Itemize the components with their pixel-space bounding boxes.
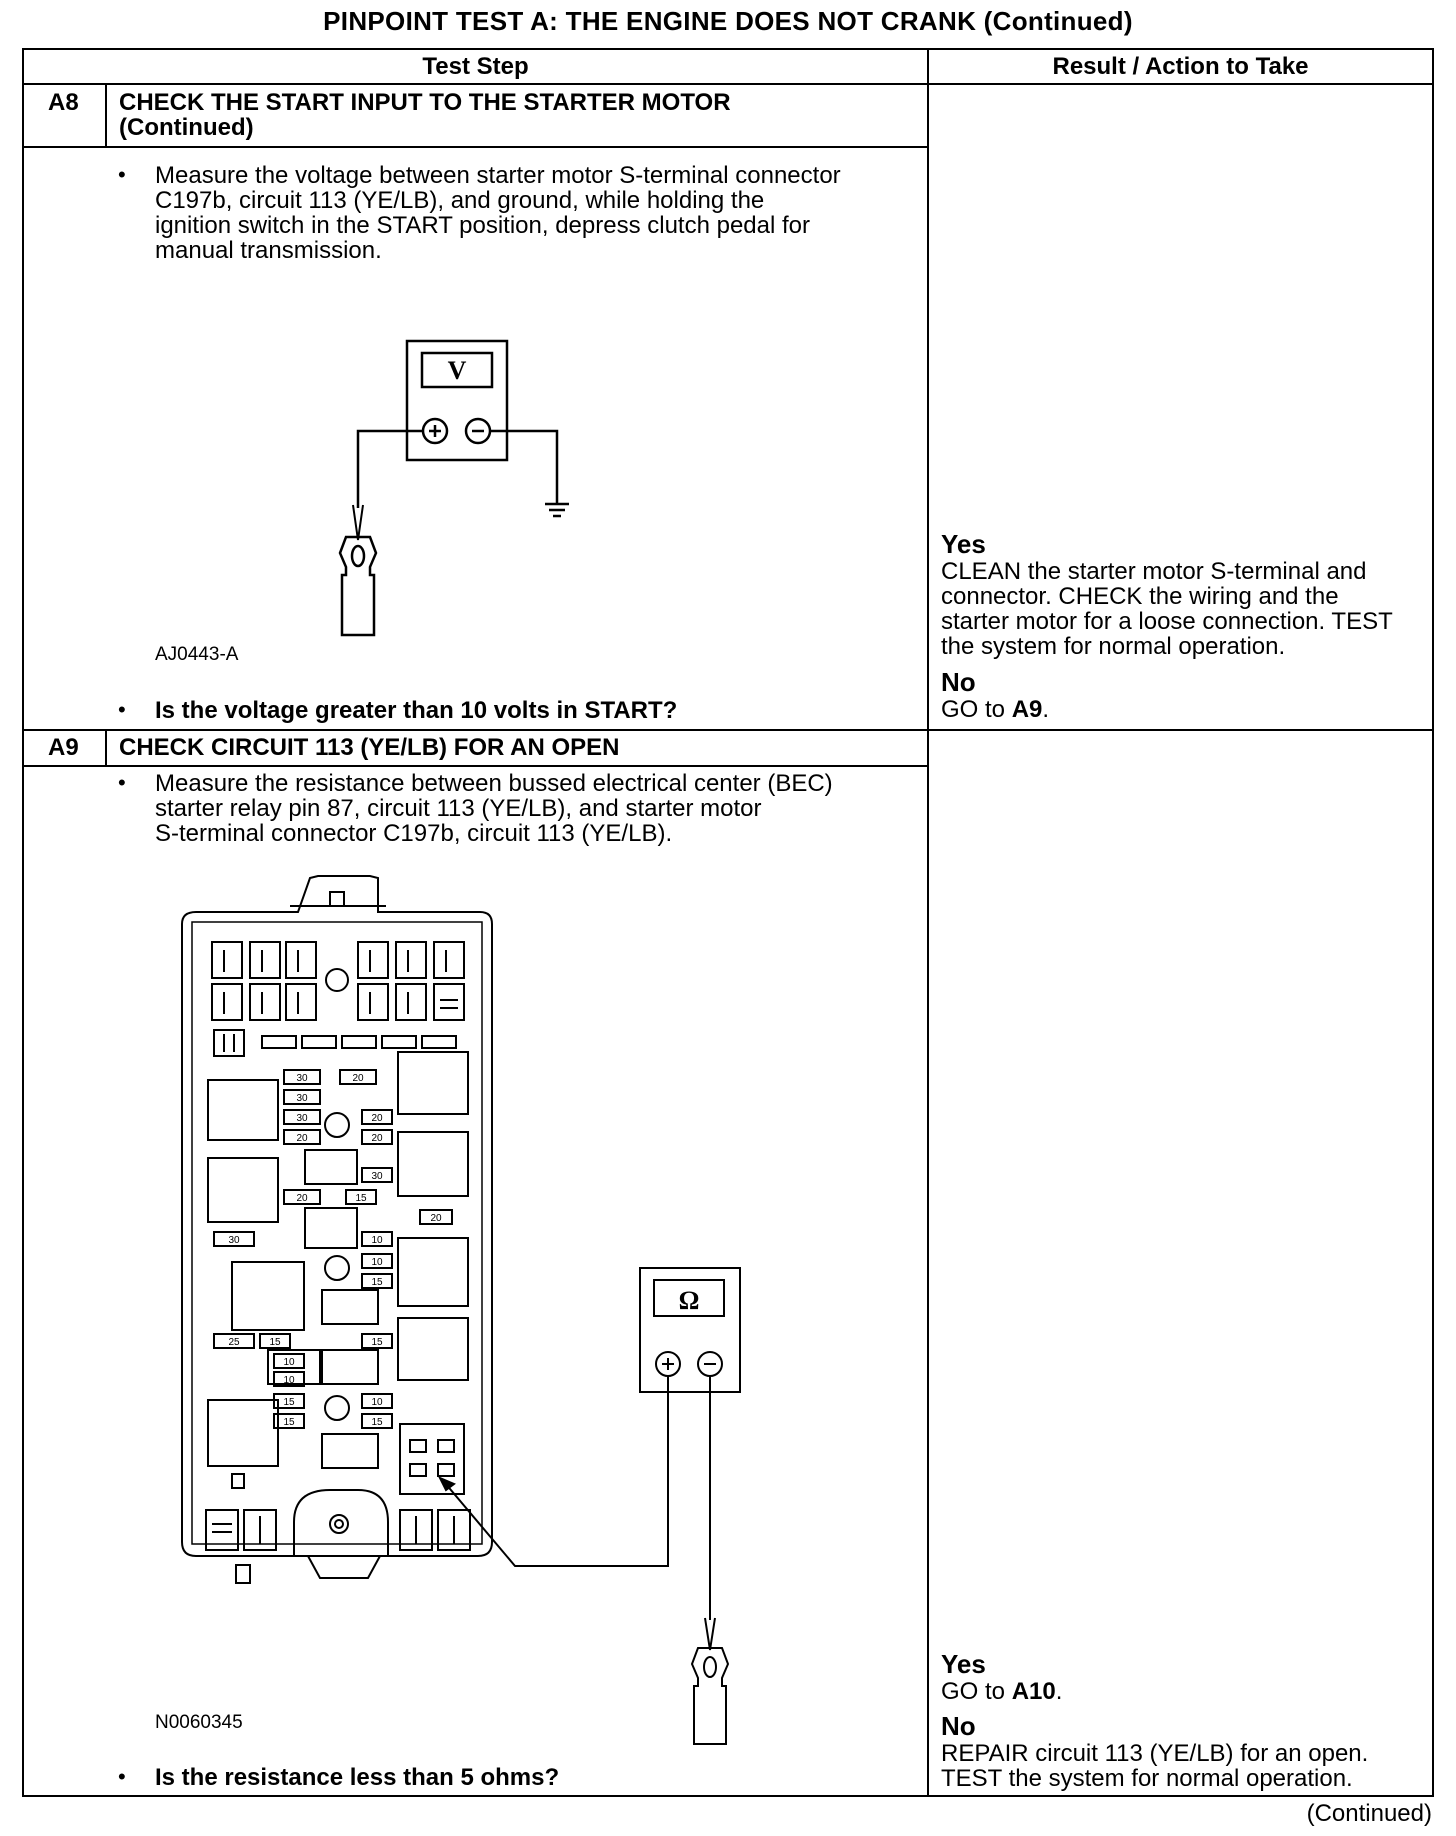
bolt-icon bbox=[329, 1514, 349, 1534]
a8-yes-line-4: the system for normal operation. bbox=[941, 633, 1286, 660]
svg-text:15: 15 bbox=[355, 1193, 367, 1204]
a9-no-line-2: TEST the system for normal operation. bbox=[941, 1765, 1353, 1792]
a9-yes-action: GO to A10. bbox=[941, 1678, 1063, 1705]
a8-heading-divider bbox=[22, 146, 928, 148]
a8-bottom-divider bbox=[22, 729, 1434, 731]
relay-icon bbox=[397, 1317, 469, 1381]
a8-yes-line-3: starter motor for a loose connection. TE… bbox=[941, 608, 1393, 635]
svg-text:10: 10 bbox=[283, 1357, 295, 1368]
table-border-right bbox=[1432, 48, 1434, 1797]
ground-symbol-icon bbox=[545, 502, 569, 518]
bullet: • bbox=[118, 162, 126, 187]
step-id-a9: A9 bbox=[48, 734, 79, 761]
svg-text:15: 15 bbox=[269, 1337, 281, 1348]
header-test-step: Test Step bbox=[422, 53, 529, 80]
bolt-icon bbox=[324, 1255, 350, 1281]
svg-text:30: 30 bbox=[296, 1113, 308, 1124]
a9-figure-id: N0060345 bbox=[155, 1712, 243, 1733]
svg-text:15: 15 bbox=[283, 1417, 295, 1428]
svg-text:20: 20 bbox=[430, 1213, 442, 1224]
bullet: • bbox=[118, 697, 126, 722]
table-border-left bbox=[22, 48, 24, 1797]
svg-text:10: 10 bbox=[371, 1257, 383, 1268]
svg-text:15: 15 bbox=[283, 1397, 295, 1408]
ohmmeter-body-icon bbox=[639, 1267, 741, 1393]
column-divider bbox=[927, 48, 929, 1797]
a9-question: Is the resistance less than 5 ohms? bbox=[155, 1764, 560, 1791]
bullet: • bbox=[118, 1764, 126, 1789]
a8-instruction-line-2: C197b, circuit 113 (YE/LB), and ground, … bbox=[155, 187, 765, 214]
a8-yes-label: Yes bbox=[941, 529, 986, 559]
svg-text:30: 30 bbox=[296, 1093, 308, 1104]
svg-text:25: 25 bbox=[228, 1337, 240, 1348]
svg-text:15: 15 bbox=[371, 1337, 383, 1348]
svg-text:30: 30 bbox=[296, 1073, 308, 1084]
svg-text:15: 15 bbox=[371, 1277, 383, 1288]
table-border-top bbox=[22, 48, 1434, 50]
svg-text:10: 10 bbox=[371, 1235, 383, 1246]
a8-heading-continued: (Continued) bbox=[119, 114, 254, 141]
ohmmeter-positive-lead bbox=[444, 1376, 669, 1567]
table-border-bottom bbox=[22, 1795, 1434, 1797]
bullet: • bbox=[118, 770, 126, 795]
a9-no-line-1: REPAIR circuit 113 (YE/LB) for an open. bbox=[941, 1740, 1369, 1767]
a8-question: Is the voltage greater than 10 volts in … bbox=[155, 697, 678, 724]
relay-icon bbox=[207, 1399, 279, 1467]
a8-instruction-line-4: manual transmission. bbox=[155, 237, 382, 264]
continued-footer: (Continued) bbox=[1306, 1800, 1432, 1827]
a8-id-divider bbox=[105, 83, 107, 147]
a8-no-action: GO to A9. bbox=[941, 696, 1050, 723]
relay-icon bbox=[397, 1237, 469, 1307]
svg-text:10: 10 bbox=[371, 1397, 383, 1408]
svg-text:20: 20 bbox=[371, 1133, 383, 1144]
header-result: Result / Action to Take bbox=[1052, 53, 1309, 80]
header-divider bbox=[22, 83, 1434, 85]
a8-no-label: No bbox=[941, 667, 976, 697]
a9-instruction-line-1: Measure the resistance between bussed el… bbox=[155, 770, 833, 797]
a8-yes-line-2: connector. CHECK the wiring and the bbox=[941, 583, 1339, 610]
bolt-icon bbox=[324, 1112, 350, 1138]
a8-heading: CHECK THE START INPUT TO THE STARTER MOT… bbox=[119, 89, 731, 116]
a9-instruction-line-2: starter relay pin 87, circuit 113 (YE/LB… bbox=[155, 795, 762, 822]
relay-icon bbox=[397, 1131, 469, 1197]
relay-icon bbox=[397, 1051, 469, 1115]
a8-yes-line-1: CLEAN the starter motor S-terminal and bbox=[941, 558, 1367, 585]
probe-connector-icon bbox=[690, 1647, 730, 1745]
svg-text:20: 20 bbox=[371, 1113, 383, 1124]
a9-id-divider bbox=[105, 729, 107, 766]
step-id-a8: A8 bbox=[48, 89, 79, 116]
a10-reference[interactable]: A10 bbox=[1011, 1678, 1056, 1705]
svg-text:10: 10 bbox=[283, 1375, 295, 1386]
svg-text:20: 20 bbox=[352, 1073, 364, 1084]
voltmeter-symbol: V bbox=[448, 356, 467, 385]
bolt-icon bbox=[324, 1395, 350, 1421]
a9-no-label: No bbox=[941, 1711, 976, 1741]
fuse-box-housing-icon bbox=[181, 875, 493, 1579]
a9-heading: CHECK CIRCUIT 113 (YE/LB) FOR AN OPEN bbox=[119, 734, 620, 761]
svg-text:15: 15 bbox=[371, 1417, 383, 1428]
probe-connector-icon bbox=[338, 535, 378, 637]
a8-figure-id: AJ0443-A bbox=[155, 644, 239, 665]
relay-icon bbox=[231, 1261, 305, 1331]
mini-fuse-row-icon bbox=[211, 941, 465, 1057]
svg-text:20: 20 bbox=[296, 1193, 308, 1204]
page-title: PINPOINT TEST A: THE ENGINE DOES NOT CRA… bbox=[323, 6, 1133, 36]
a8-instruction-line-3: ignition switch in the START position, d… bbox=[155, 212, 811, 239]
starter-relay-socket-icon bbox=[399, 1423, 465, 1495]
a9-reference[interactable]: A9 bbox=[1011, 696, 1043, 723]
a8-instruction-line-1: Measure the voltage between starter moto… bbox=[155, 162, 841, 189]
a9-heading-divider bbox=[22, 765, 928, 767]
svg-text:30: 30 bbox=[371, 1171, 383, 1182]
relay-icon bbox=[207, 1079, 279, 1141]
a9-instruction-line-3: S-terminal connector C197b, circuit 113 … bbox=[155, 820, 673, 847]
a9-yes-label: Yes bbox=[941, 1649, 986, 1679]
svg-text:30: 30 bbox=[228, 1235, 240, 1246]
voltmeter-body-icon bbox=[405, 339, 509, 462]
relay-icon bbox=[207, 1157, 279, 1223]
ohmmeter-symbol: Ω bbox=[679, 1286, 700, 1315]
svg-text:20: 20 bbox=[296, 1133, 308, 1144]
